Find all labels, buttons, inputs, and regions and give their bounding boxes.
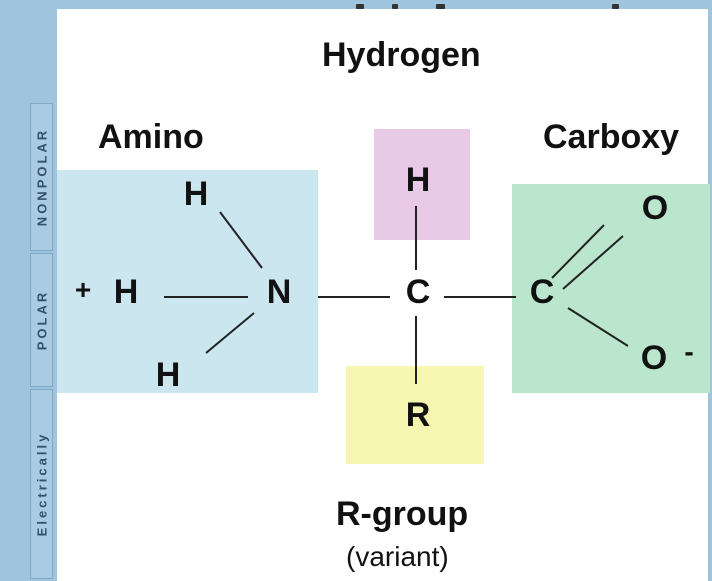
hydrogen-label: Hydrogen: [322, 36, 481, 74]
bond-c-o-double-2: [562, 235, 624, 290]
positive-charge: +: [74, 274, 92, 305]
sidebar-panel: NONPOLAR POLAR Electrically: [0, 0, 57, 581]
atom-r: R: [405, 396, 431, 434]
r-group-sublabel: (variant): [346, 541, 449, 572]
atom-o-double: O: [641, 189, 669, 227]
atom-c-alpha: C: [405, 273, 431, 311]
negative-charge: -: [684, 336, 694, 367]
hydrogen-group-box: [374, 129, 470, 240]
cropped-text-fragment: [436, 4, 445, 9]
atom-h-amino-bottom: H: [155, 356, 181, 394]
right-border: [708, 0, 712, 581]
atom-h-amino-top: H: [183, 175, 209, 213]
atom-o-single: O: [640, 339, 668, 377]
sidebar-tab-polar[interactable]: POLAR: [30, 253, 53, 387]
bond-h-n-top: [219, 211, 263, 269]
atom-h-alpha: H: [405, 161, 431, 199]
carboxy-label: Carboxy: [543, 118, 680, 156]
cropped-text-fragment: [612, 4, 619, 9]
atom-h-amino-left: H: [113, 273, 139, 311]
sidebar-tab-electrically[interactable]: Electrically: [30, 389, 53, 579]
amino-label: Amino: [98, 118, 204, 156]
bond-h-n-bottom: [205, 312, 255, 354]
sidebar-tab-nonpolar[interactable]: NONPOLAR: [30, 103, 53, 251]
cropped-text-fragment: [356, 4, 364, 9]
r-group-label: R-group: [336, 495, 469, 533]
atom-n: N: [266, 273, 292, 311]
carboxy-group-box: [512, 184, 710, 393]
amino-group-box: [57, 170, 318, 393]
cropped-text-fragment: [392, 4, 398, 9]
atom-c-carboxyl: C: [529, 273, 555, 311]
bond-c-o-double-1: [551, 224, 605, 279]
bond-c-o-single: [567, 307, 629, 347]
